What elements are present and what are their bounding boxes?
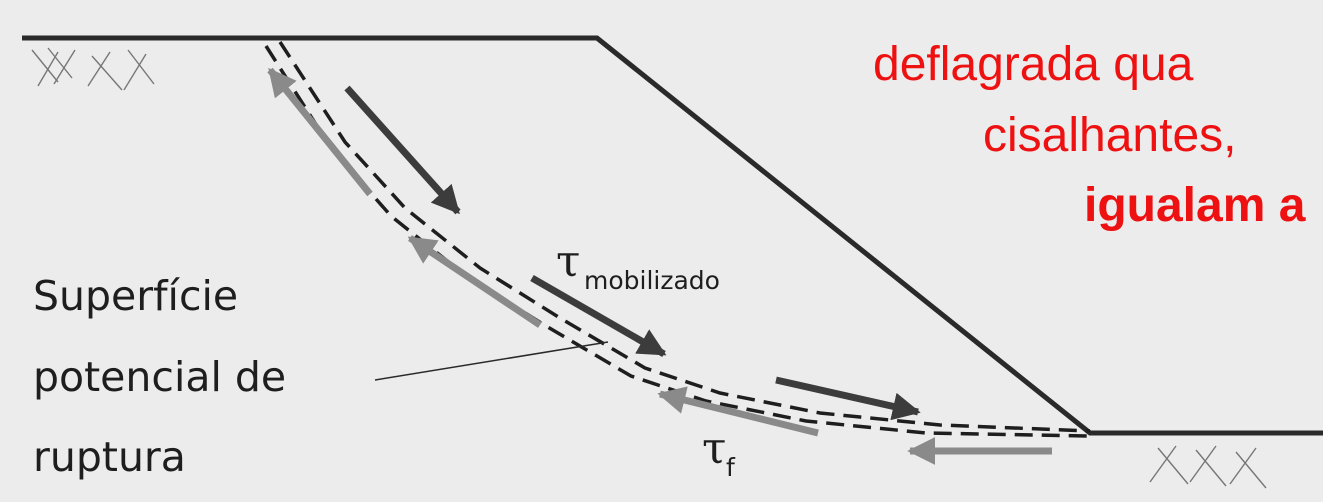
red-text-line-2: cisalhantes,	[983, 109, 1236, 162]
tau-f-subscript: f	[726, 453, 736, 482]
surface-label-line-3: ruptura	[33, 433, 186, 481]
surface-label-line-2: potencial de	[33, 353, 286, 401]
ground-surface-line	[22, 35, 1323, 436]
resisting-arrow-3	[657, 386, 819, 437]
tau-f-symbol: τ	[702, 423, 726, 474]
soil-hatch-right	[1149, 445, 1267, 489]
tau-mobilizado-symbol: τ	[556, 236, 580, 287]
resisting-arrow-1	[267, 67, 373, 197]
mobilized-arrow-1	[344, 85, 461, 215]
red-text-line-1: deflagrada qua	[873, 38, 1194, 91]
mobilized-arrow-2	[530, 274, 667, 358]
mobilized-shear-arrows	[344, 85, 921, 421]
resisting-shear-arrows	[267, 67, 1052, 465]
resisting-arrow-2	[407, 235, 542, 328]
soil-hatch-left	[31, 47, 155, 91]
label-leader-line	[374, 341, 609, 381]
red-text-line-3: igualam a	[1084, 179, 1306, 232]
surface-label-line-1: Superfície	[33, 272, 238, 320]
tau-mobilizado-subscript: mobilizado	[584, 266, 720, 295]
mobilized-arrow-3	[775, 376, 921, 421]
